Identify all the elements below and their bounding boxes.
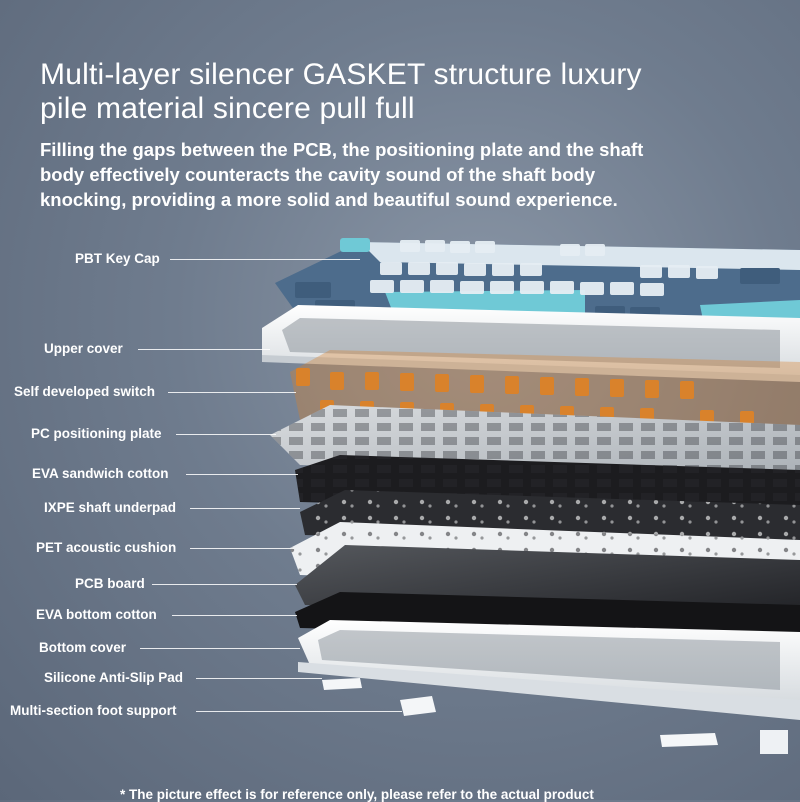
leader-line bbox=[152, 584, 297, 585]
label-pet-cushion: PET acoustic cushion bbox=[36, 540, 177, 555]
leader-line bbox=[190, 508, 300, 509]
leader-line bbox=[190, 548, 294, 549]
label-anti-slip-pad: Silicone Anti-Slip Pad bbox=[44, 670, 184, 685]
label-eva-bottom: EVA bottom cotton bbox=[36, 607, 157, 622]
leader-line bbox=[196, 678, 322, 679]
description-line-2: body effectively counteracts the cavity … bbox=[40, 164, 596, 185]
label-pcb: PCB board bbox=[75, 576, 145, 591]
page-description: Filling the gaps between the PCB, the po… bbox=[40, 137, 740, 212]
foot-support-layer bbox=[400, 696, 788, 754]
title-line-2: pile material sincere pull full bbox=[40, 92, 415, 125]
label-bottom-cover: Bottom cover bbox=[39, 640, 127, 655]
label-pbt-keycap: PBT Key Cap bbox=[75, 251, 160, 266]
page-title: Multi-layer silencer GASKET structure lu… bbox=[40, 58, 760, 126]
label-upper-cover: Upper cover bbox=[44, 341, 123, 356]
leader-line bbox=[176, 434, 276, 435]
leader-line bbox=[140, 648, 300, 649]
title-line-1: Multi-layer silencer GASKET structure lu… bbox=[40, 58, 642, 91]
label-switch: Self developed switch bbox=[14, 384, 156, 399]
leader-line bbox=[186, 474, 298, 475]
leader-line bbox=[196, 711, 402, 712]
leader-line bbox=[170, 259, 360, 260]
label-foot-support: Multi-section foot support bbox=[10, 703, 177, 718]
description-line-1: Filling the gaps between the PCB, the po… bbox=[40, 139, 644, 160]
upper-cover-layer bbox=[262, 305, 800, 382]
leader-line bbox=[168, 392, 296, 393]
label-eva-sandwich: EVA sandwich cotton bbox=[32, 466, 169, 481]
bottom-cover-layer bbox=[298, 620, 800, 720]
label-positioning-plate: PC positioning plate bbox=[31, 426, 162, 441]
description-line-3: knocking, providing a more solid and bea… bbox=[40, 189, 618, 210]
leader-line bbox=[138, 349, 270, 350]
label-ixpe: IXPE shaft underpad bbox=[44, 500, 177, 515]
leader-line bbox=[172, 615, 297, 616]
anti-slip-pad-layer bbox=[322, 678, 718, 747]
disclaimer-footnote: * The picture effect is for reference on… bbox=[120, 787, 594, 802]
